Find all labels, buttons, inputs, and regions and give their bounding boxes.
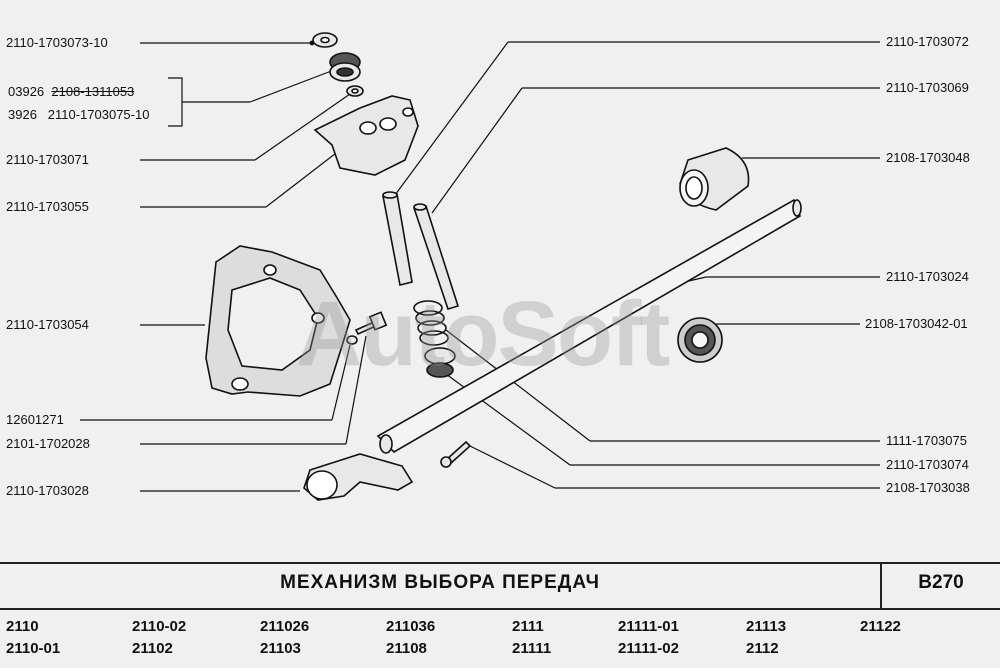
model-1-1: 2110 xyxy=(6,618,39,635)
model-2-7: 2112 xyxy=(746,640,779,657)
model-1-5: 2111 xyxy=(512,618,544,635)
diagram-title: МЕХАНИЗМ ВЫБОРА ПЕРЕДАЧ xyxy=(280,572,600,593)
model-2-4: 21108 xyxy=(386,640,427,657)
part-label-r7: 2110-1703074 xyxy=(886,457,969,472)
rod-part-2 xyxy=(412,203,460,310)
washer-part xyxy=(312,32,338,48)
part-label-l7: 2101-1702028 xyxy=(6,436,90,451)
model-2-5: 21111 xyxy=(512,640,552,657)
part-label-l2a-code: 2108-1311053 xyxy=(51,84,135,99)
part-label-l8: 2110-1703028 xyxy=(6,483,89,498)
spring-part xyxy=(413,300,449,346)
model-2-2: 21102 xyxy=(132,640,173,657)
model-1-6: 21111-01 xyxy=(618,618,679,635)
oil-seal-part xyxy=(329,52,361,82)
part-label-l3: 2110-1703071 xyxy=(6,152,89,167)
model-1-8: 21122 xyxy=(860,618,901,635)
lever-part xyxy=(303,453,414,501)
bushing-part xyxy=(679,147,750,211)
model-1-4: 211036 xyxy=(386,618,436,635)
small-washer-part xyxy=(346,85,364,97)
part-label-r8: 2108-1703038 xyxy=(886,480,970,495)
part-label-r2: 2110-1703069 xyxy=(886,80,969,95)
part-label-r5: 2108-1703042-01 xyxy=(865,316,968,331)
model-1-3: 211026 xyxy=(260,618,310,635)
model-1-7: 21113 xyxy=(746,618,787,635)
title-bar: МЕХАНИЗМ ВЫБОРА ПЕРЕДАЧ B270 xyxy=(0,562,1000,610)
bracket-part xyxy=(313,95,419,176)
part-label-l1: 2110-1703073-10 xyxy=(6,35,108,50)
parts-diagram xyxy=(80,32,880,501)
frame-part xyxy=(205,245,351,397)
part-label-l4: 2110-1703055 xyxy=(6,199,89,214)
part-label-r1: 2110-1703072 xyxy=(886,34,969,49)
lock-washer-part xyxy=(346,335,358,345)
part-label-l2b-code: 2110-1703075-10 xyxy=(47,107,150,122)
model-2-3: 21103 xyxy=(260,640,301,657)
part-label-l2b-prefix: 3926 xyxy=(8,107,37,122)
part-label-l2a: 03926 2108-1311053 xyxy=(8,84,134,100)
model-2-6: 21111-02 xyxy=(618,640,679,657)
bearing-part xyxy=(677,317,723,363)
model-2-1: 2110-01 xyxy=(6,640,61,657)
part-label-l6: 12601271 xyxy=(6,412,64,427)
title-divider xyxy=(880,564,882,608)
shaft-part xyxy=(376,198,802,454)
part-label-r3: 2108-1703048 xyxy=(886,150,970,165)
model-1-2: 2110-02 xyxy=(132,618,187,635)
bolt-part xyxy=(354,311,388,336)
part-label-l2b: 3926 2110-1703075-10 xyxy=(8,107,149,123)
spring-seat-part xyxy=(424,347,456,378)
part-label-l2a-prefix: 03926 xyxy=(8,84,45,99)
part-label-l5: 2110-1703054 xyxy=(6,317,89,332)
rod-part-1 xyxy=(382,191,413,286)
leader-l2-bracket xyxy=(168,77,183,127)
part-label-r6: 1111-1703075 xyxy=(886,433,967,448)
diagram-code: B270 xyxy=(918,572,964,593)
watermark: AutoSoft xyxy=(296,283,670,385)
part-label-r4: 2110-1703024 xyxy=(886,269,969,284)
screw-part xyxy=(440,440,472,468)
